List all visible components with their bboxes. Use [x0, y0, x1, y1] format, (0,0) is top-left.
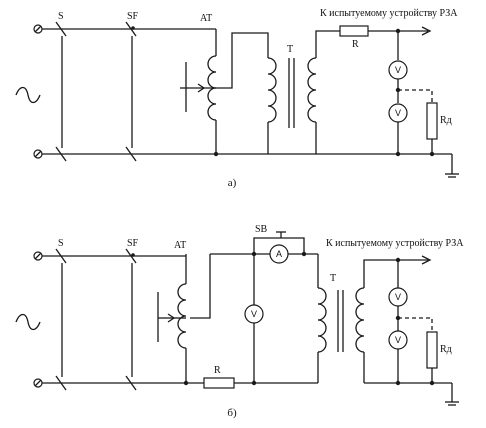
voltmeter-1-b: V: [388, 287, 408, 307]
resistor-r-b: R: [203, 365, 235, 389]
button-sb-b: SB: [253, 224, 307, 257]
voltmeter-1-label-a: V: [395, 65, 401, 75]
diagram-a: S SF AT: [15, 8, 459, 189]
switch-s-label-a: S: [58, 11, 64, 22]
caption-a: а): [228, 177, 237, 189]
caption-b: б): [227, 407, 237, 419]
voltmeter-1-label-b: V: [395, 292, 401, 302]
voltmeter-1-a: V: [388, 60, 408, 80]
switch-sf-a: SF: [125, 11, 139, 162]
voltmeter-2-label-b: V: [395, 335, 401, 345]
load-resistor-label-a: Rд: [440, 115, 452, 126]
switch-s-label-b: S: [58, 238, 64, 249]
switch-s-b: S: [55, 238, 67, 391]
transformer-label-a: T: [287, 44, 293, 55]
ac-source-symbol-b: [15, 313, 41, 331]
input-terminal-top-a: [33, 24, 43, 34]
input-terminal-bottom-b: [33, 378, 43, 388]
load-resistor-b: Rд: [426, 331, 452, 369]
switch-sf-label-b: SF: [127, 238, 139, 249]
resistor-label-a: R: [352, 39, 359, 50]
voltmeter-2-a: V: [388, 103, 408, 123]
switch-sf-b: SF: [125, 238, 139, 391]
diagram-b: S SF AT: [15, 224, 464, 419]
voltmeter-2-b: V: [388, 330, 408, 350]
input-terminal-bottom-a: [33, 149, 43, 159]
resistor-label-b: R: [214, 365, 221, 376]
autotransformer-label-a: AT: [200, 13, 212, 24]
autotransformer-a: AT: [180, 13, 219, 157]
ac-source-symbol-a: [15, 86, 41, 104]
transformer-b: T: [317, 254, 365, 383]
ground-b: [445, 383, 459, 406]
load-resistor-a: Rд: [426, 102, 452, 140]
switch-s-a: S: [55, 11, 67, 162]
button-sb-label-b: SB: [255, 224, 268, 235]
resistor-r-a: R: [339, 25, 369, 50]
autotransformer-b: AT: [157, 240, 189, 386]
ammeter-b: A: [269, 244, 289, 264]
switch-sf-label-a: SF: [127, 11, 139, 22]
autotransformer-label-b: AT: [174, 240, 186, 251]
transformer-a: T: [267, 44, 317, 132]
transformer-label-b: T: [330, 273, 336, 284]
ammeter-label-b: A: [276, 249, 282, 259]
output-label-a: К испытуемому устройству РЗА: [320, 8, 458, 19]
voltmeter-primary-label-b: V: [251, 309, 257, 319]
voltmeter-primary-b: V: [244, 304, 264, 324]
voltmeter-2-label-a: V: [395, 108, 401, 118]
load-resistor-label-b: Rд: [440, 344, 452, 355]
ground-a: [445, 154, 459, 178]
output-label-b: К испытуемому устройству РЗА: [326, 238, 464, 249]
input-terminal-top-b: [33, 251, 43, 261]
